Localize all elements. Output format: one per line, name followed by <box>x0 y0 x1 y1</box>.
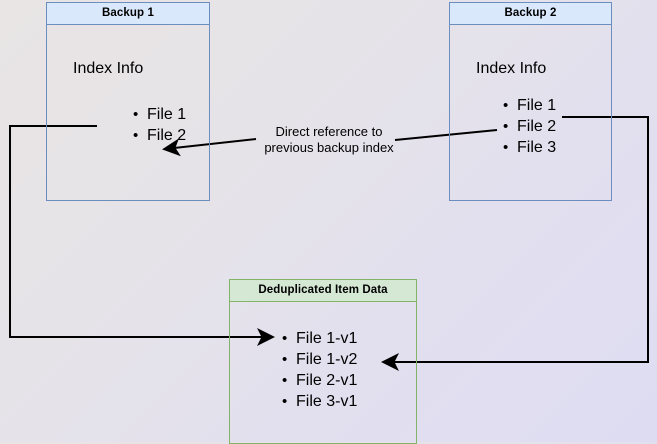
node-deduplicated-item-data-header: Deduplicated Item Data <box>230 280 416 302</box>
node-deduplicated-item-data-body: File 1-v1 File 1-v2 File 2-v1 File 3-v1 <box>230 302 416 443</box>
edge-label-direct-reference: Direct reference to previous backup inde… <box>264 124 394 155</box>
list-item: File 3-v1 <box>282 391 357 412</box>
list-item: File 2 <box>503 116 556 137</box>
backup-1-file-list: File 1 File 2 <box>131 104 186 146</box>
list-item: File 1-v2 <box>282 349 357 370</box>
node-backup-2-header: Backup 2 <box>450 3 611 25</box>
node-backup-1-header: Backup 1 <box>47 3 209 25</box>
list-item: File 2-v1 <box>282 370 357 391</box>
backup-1-index-info-label: Index Info <box>73 60 144 77</box>
list-item: File 2 <box>133 125 186 146</box>
node-backup-2-body: Index Info File 1 File 2 File 3 <box>450 25 611 200</box>
node-backup-2[interactable]: Backup 2 Index Info File 1 File 2 File 3 <box>449 2 612 201</box>
list-item: File 1 <box>133 104 186 125</box>
node-backup-1[interactable]: Backup 1 Index Info File 1 File 2 <box>46 2 210 201</box>
backup-2-index-info-label: Index Info <box>476 60 547 77</box>
node-backup-1-body: Index Info File 1 File 2 <box>47 25 209 200</box>
list-item: File 1-v1 <box>282 328 357 349</box>
node-deduplicated-item-data[interactable]: Deduplicated Item Data File 1-v1 File 1-… <box>229 279 417 444</box>
list-item: File 3 <box>503 137 556 158</box>
list-item: File 1 <box>503 95 556 116</box>
deduplicated-file-list: File 1-v1 File 1-v2 File 2-v1 File 3-v1 <box>280 328 357 412</box>
backup-2-file-list: File 1 File 2 File 3 <box>501 95 556 158</box>
